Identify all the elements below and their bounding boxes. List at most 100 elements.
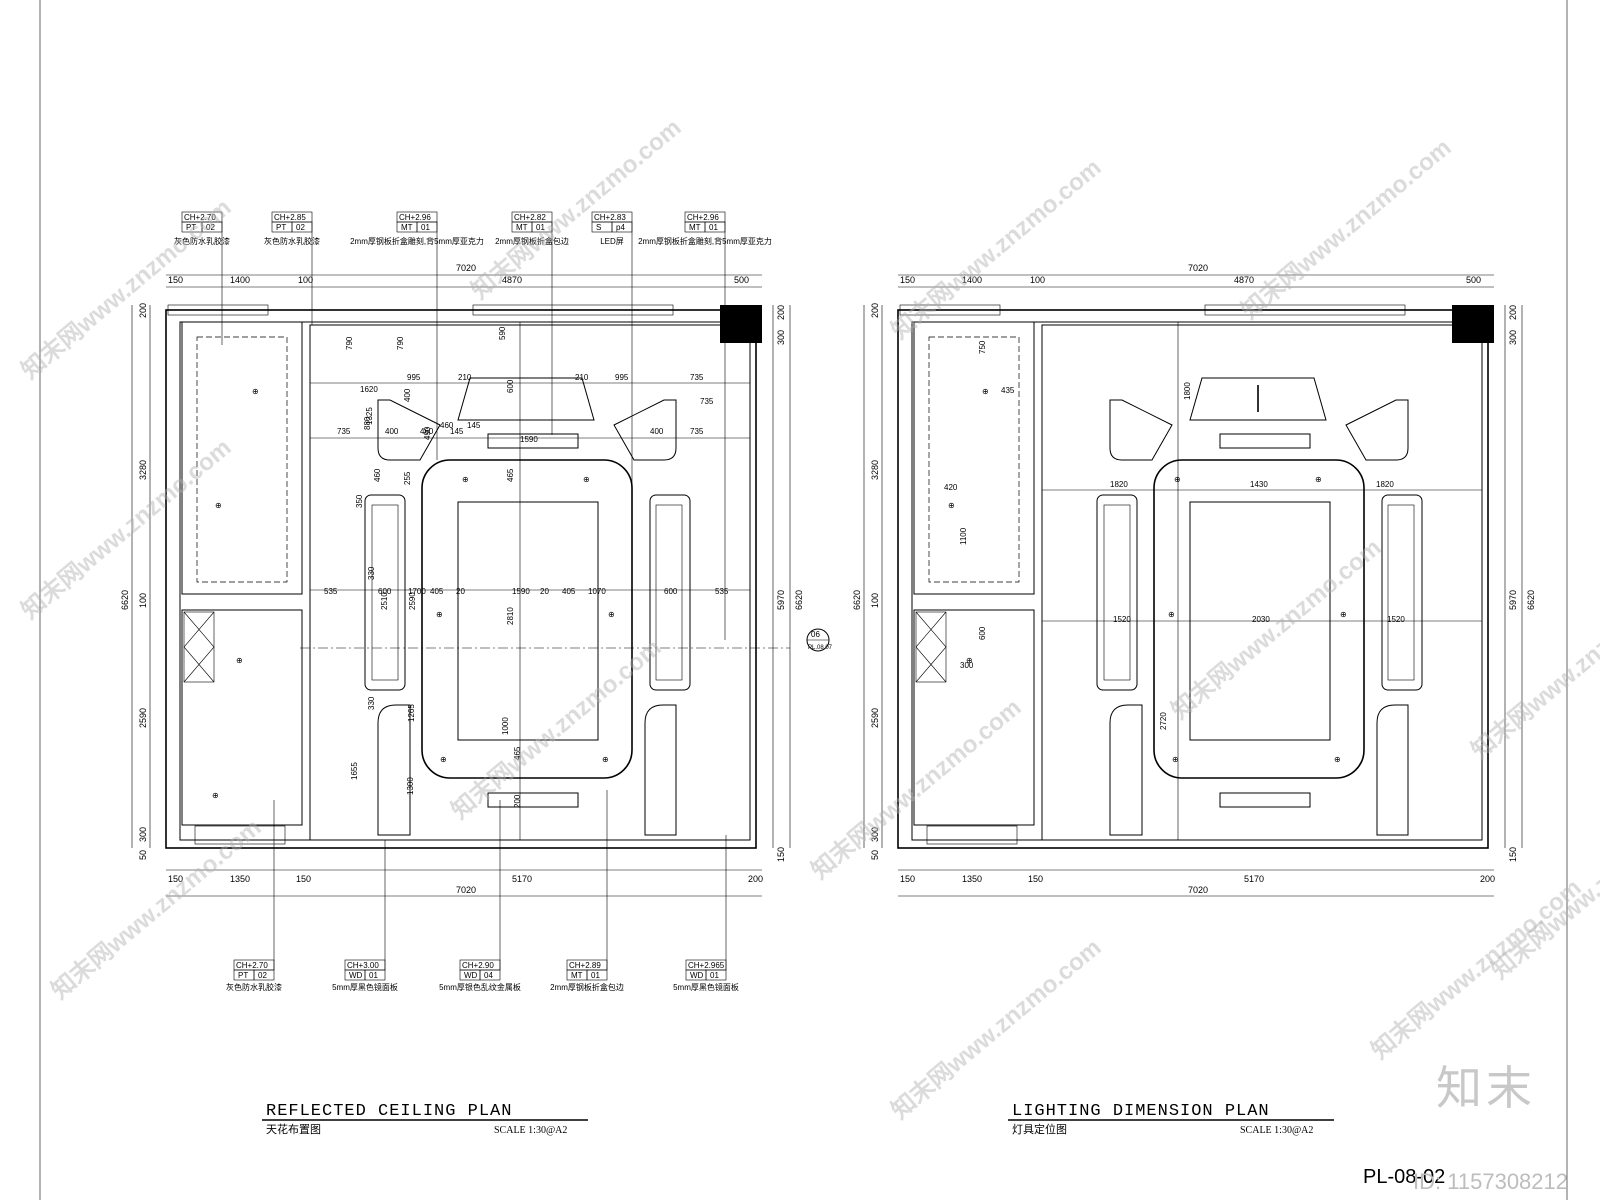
interior-dim-label: 490 [423,426,432,440]
section-marker-number: 06 [811,630,820,639]
dim-left-seg: 100 [870,593,880,608]
downlight-icon: ⊕ [602,755,609,764]
interior-dim-label: 735 [700,397,714,406]
reflected-ceiling-plan: ⊕ ⊕ ⊕ ⊕ ⊕ ⊕ ⊕ ⊕ ⊕ ⊕ 7020 150 1400 100 48… [120,211,833,1136]
interior-dim-label: 400 [385,427,399,436]
tag-material-number: p4 [616,223,625,232]
interior-dim-label: 460 [440,421,454,430]
dim-top-seg: 4870 [502,275,522,285]
tag-ceiling-height: CH+2.70 [184,213,216,222]
id-watermark: ID: 1157308212 [1413,1169,1568,1194]
dim-right-overall: 6620 [1526,590,1536,610]
side-room-upper [913,321,1035,595]
interior-dim-label: 2590 [408,592,417,610]
brand-logo: 知末 [1436,1061,1536,1115]
interior-dim-label: 1820 [1376,480,1394,489]
dim-top-overall: 7020 [456,263,476,273]
dim-left-seg: 200 [138,303,148,318]
downlight-icon: ⊕ [1315,475,1322,484]
tag-ceiling-height: CH+2.96 [399,213,431,222]
downlight-icon: ⊕ [252,387,259,396]
dim-bottom-seg: 150 [900,874,915,884]
downlight-icon: ⊕ [1340,610,1347,619]
interior-dim-label: 790 [345,336,354,350]
interior-dim-label: 1430 [1250,480,1268,489]
dim-left-seg: 300 [138,827,148,842]
dim-bottom-seg: 1350 [962,874,982,884]
tag-material-code: PT [186,223,196,232]
dim-bottom-seg: 200 [1480,874,1495,884]
interior-dim-label: 435 [1001,386,1015,395]
tag-description: 2mm厚钢板折盒包边 [550,982,624,992]
tag-material-number: 01 [710,971,719,980]
tag-ceiling-height: CH+2.90 [462,961,494,970]
interior-dim-label: 210 [458,373,472,382]
tag-description: 5mm厚黑色镜面板 [332,982,398,992]
tag-ceiling-height: CH+2.89 [569,961,601,970]
interior-dim-label: 600 [978,626,987,640]
dim-top-seg: 100 [298,275,313,285]
watermark-text: 知末网www.znzmo.com [47,814,267,1005]
watermark-text: 知末网www.znzmo.com [1237,134,1457,325]
downlight-icon: ⊕ [948,501,955,510]
interior-dim-label: 200 [513,794,522,808]
window-top [1204,304,1406,316]
dim-right-inner: 5970 [1508,590,1518,610]
watermark-text: 知末网www.znzmo.com [1167,534,1387,725]
cabinet-box [915,611,947,683]
interior-dim-label: 600 [378,587,392,596]
curve-piece-left [377,399,441,461]
interior-dim-label: 405 [562,587,576,596]
tag-description: 2mm厚钢板折盒雕刻,背5mm厚亚克力 [350,236,484,246]
interior-dim-label: 1590 [520,435,538,444]
outer-wall [165,309,757,849]
tag-material-number: 01 [536,223,545,232]
interior-dim-label: 735 [690,427,704,436]
dim-top-seg: 4870 [1234,275,1254,285]
interior-dim-label: 1820 [1110,480,1128,489]
dim-left-seg: 2590 [138,708,148,728]
side-room-upper [181,321,303,595]
lower-piece-right [1376,704,1409,836]
lower-piece-left [1109,704,1143,836]
interior-dim-label: 790 [396,336,405,350]
dim-left-seg: 300 [870,827,880,842]
downlight-icon: ⊕ [436,610,443,619]
dim-top-seg: 1400 [962,275,982,285]
watermark-text: 知末网www.znzmo.com [1487,794,1600,985]
tag-material-number: 02 [296,223,305,232]
dim-left-seg: 2590 [870,708,880,728]
mirror-panel-right-inner [1387,504,1415,681]
tag-material-number: 01 [421,223,430,232]
lighting-dimension-plan: ⊕ ⊕ ⊕ ⊕ ⊕ ⊕ ⊕ ⊕ ⊕ 7020 150 1400 100 4870… [852,263,1536,1136]
tag-description: 2mm厚钢板折盒包边 [495,236,569,246]
downlight-icon: ⊕ [608,610,615,619]
dim-bottom-overall: 7020 [1188,885,1208,895]
interior-dim-label: 405 [430,587,444,596]
mirror-panel-left-inner [1103,504,1131,681]
tag-material-code: MT [571,971,583,980]
plan-title: REFLECTED CEILING PLAN [266,1102,512,1121]
interior-dim-label: 20 [456,587,465,596]
tag-description: 灰色防水乳胶漆 [226,982,282,992]
tag-material-number: 02 [206,223,215,232]
downlight-icon: ⊕ [215,501,222,510]
side-room-lower [913,609,1035,826]
dim-top-seg: 500 [734,275,749,285]
watermark-text: 知末网www.znzmo.com [1367,874,1587,1065]
dim-bottom-seg: 150 [296,874,311,884]
dim-right-seg: 200 [1508,305,1518,320]
tag-description: 灰色防水乳胶漆 [174,236,230,246]
interior-dim-label: 750 [978,340,987,354]
watermark-text: 知末网www.znzmo.com [887,154,1107,345]
plan-scale: SCALE 1:30@A2 [1240,1125,1313,1136]
interior-dim-label: 1800 [1183,382,1192,400]
